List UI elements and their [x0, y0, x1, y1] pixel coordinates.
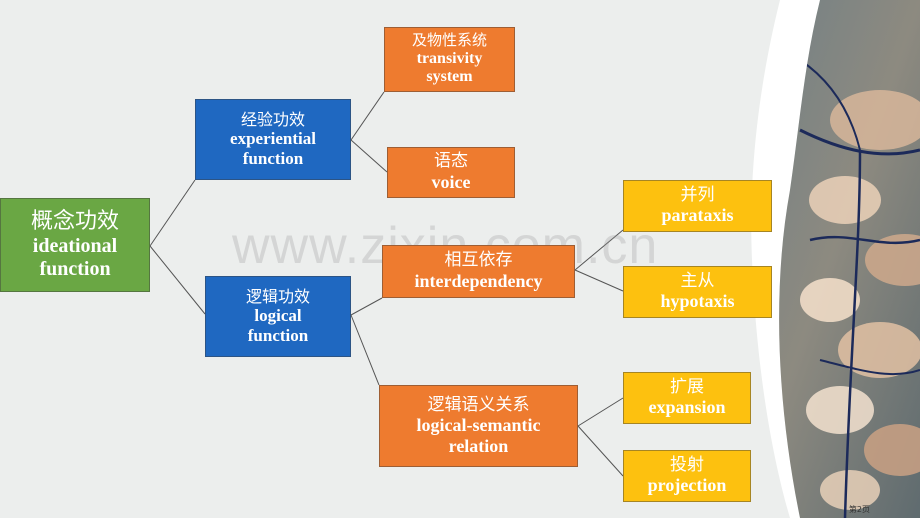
- node-hypotaxis-zh: 主从: [680, 270, 715, 291]
- node-parataxis: 并列 parataxis: [623, 180, 772, 232]
- node-logical-semantic-en1: logical-semantic: [416, 415, 541, 436]
- node-expansion: 扩展 expansion: [623, 372, 751, 424]
- node-transivity-en2: system: [426, 68, 473, 86]
- node-ideational-en2: function: [39, 257, 111, 280]
- node-ideational-en1: ideational: [32, 234, 118, 257]
- node-interdependency-zh: 相互依存: [444, 250, 513, 271]
- node-expansion-en1: expansion: [648, 397, 726, 418]
- node-ideational-zh: 概念功效: [30, 209, 119, 235]
- node-expansion-zh: 扩展: [670, 376, 704, 397]
- node-voice-zh: 语态: [434, 151, 468, 172]
- node-parataxis-en1: parataxis: [661, 205, 734, 226]
- node-interdependency-en1: interdependency: [414, 270, 543, 291]
- node-logical-en1: logical: [254, 306, 302, 326]
- node-experiential-en1: experiential: [230, 129, 316, 149]
- node-experiential-en2: function: [242, 148, 304, 168]
- node-logical-zh: 逻辑功效: [245, 286, 310, 306]
- node-experiential-zh: 经验功效: [240, 109, 305, 129]
- node-projection-en1: projection: [647, 475, 727, 496]
- node-projection-zh: 投射: [670, 454, 704, 475]
- node-voice: 语态 voice: [387, 147, 515, 198]
- node-interdependency: 相互依存 interdependency: [382, 245, 575, 298]
- node-logical-semantic-zh: 逻辑语义关系: [427, 394, 530, 415]
- page-number: 第2页: [848, 505, 870, 514]
- node-hypotaxis: 主从 hypotaxis: [623, 266, 772, 318]
- node-hypotaxis-en1: hypotaxis: [660, 291, 735, 312]
- node-transivity-en1: transivity: [416, 49, 483, 67]
- node-transivity-system: 及物性系统 transivity system: [384, 27, 515, 92]
- node-logical-function: 逻辑功效 logical function: [205, 276, 351, 357]
- node-projection: 投射 projection: [623, 450, 751, 502]
- node-voice-en1: voice: [431, 171, 471, 192]
- node-logical-semantic-en2: relation: [448, 435, 509, 456]
- node-ideational-function: 概念功效 ideational function: [0, 198, 150, 292]
- node-logical-semantic-relation: 逻辑语义关系 logical-semantic relation: [379, 385, 578, 467]
- node-experiential-function: 经验功效 experiential function: [195, 99, 351, 180]
- node-logical-en2: function: [247, 325, 309, 345]
- node-parataxis-zh: 并列: [680, 184, 715, 205]
- node-transivity-zh: 及物性系统: [411, 31, 487, 50]
